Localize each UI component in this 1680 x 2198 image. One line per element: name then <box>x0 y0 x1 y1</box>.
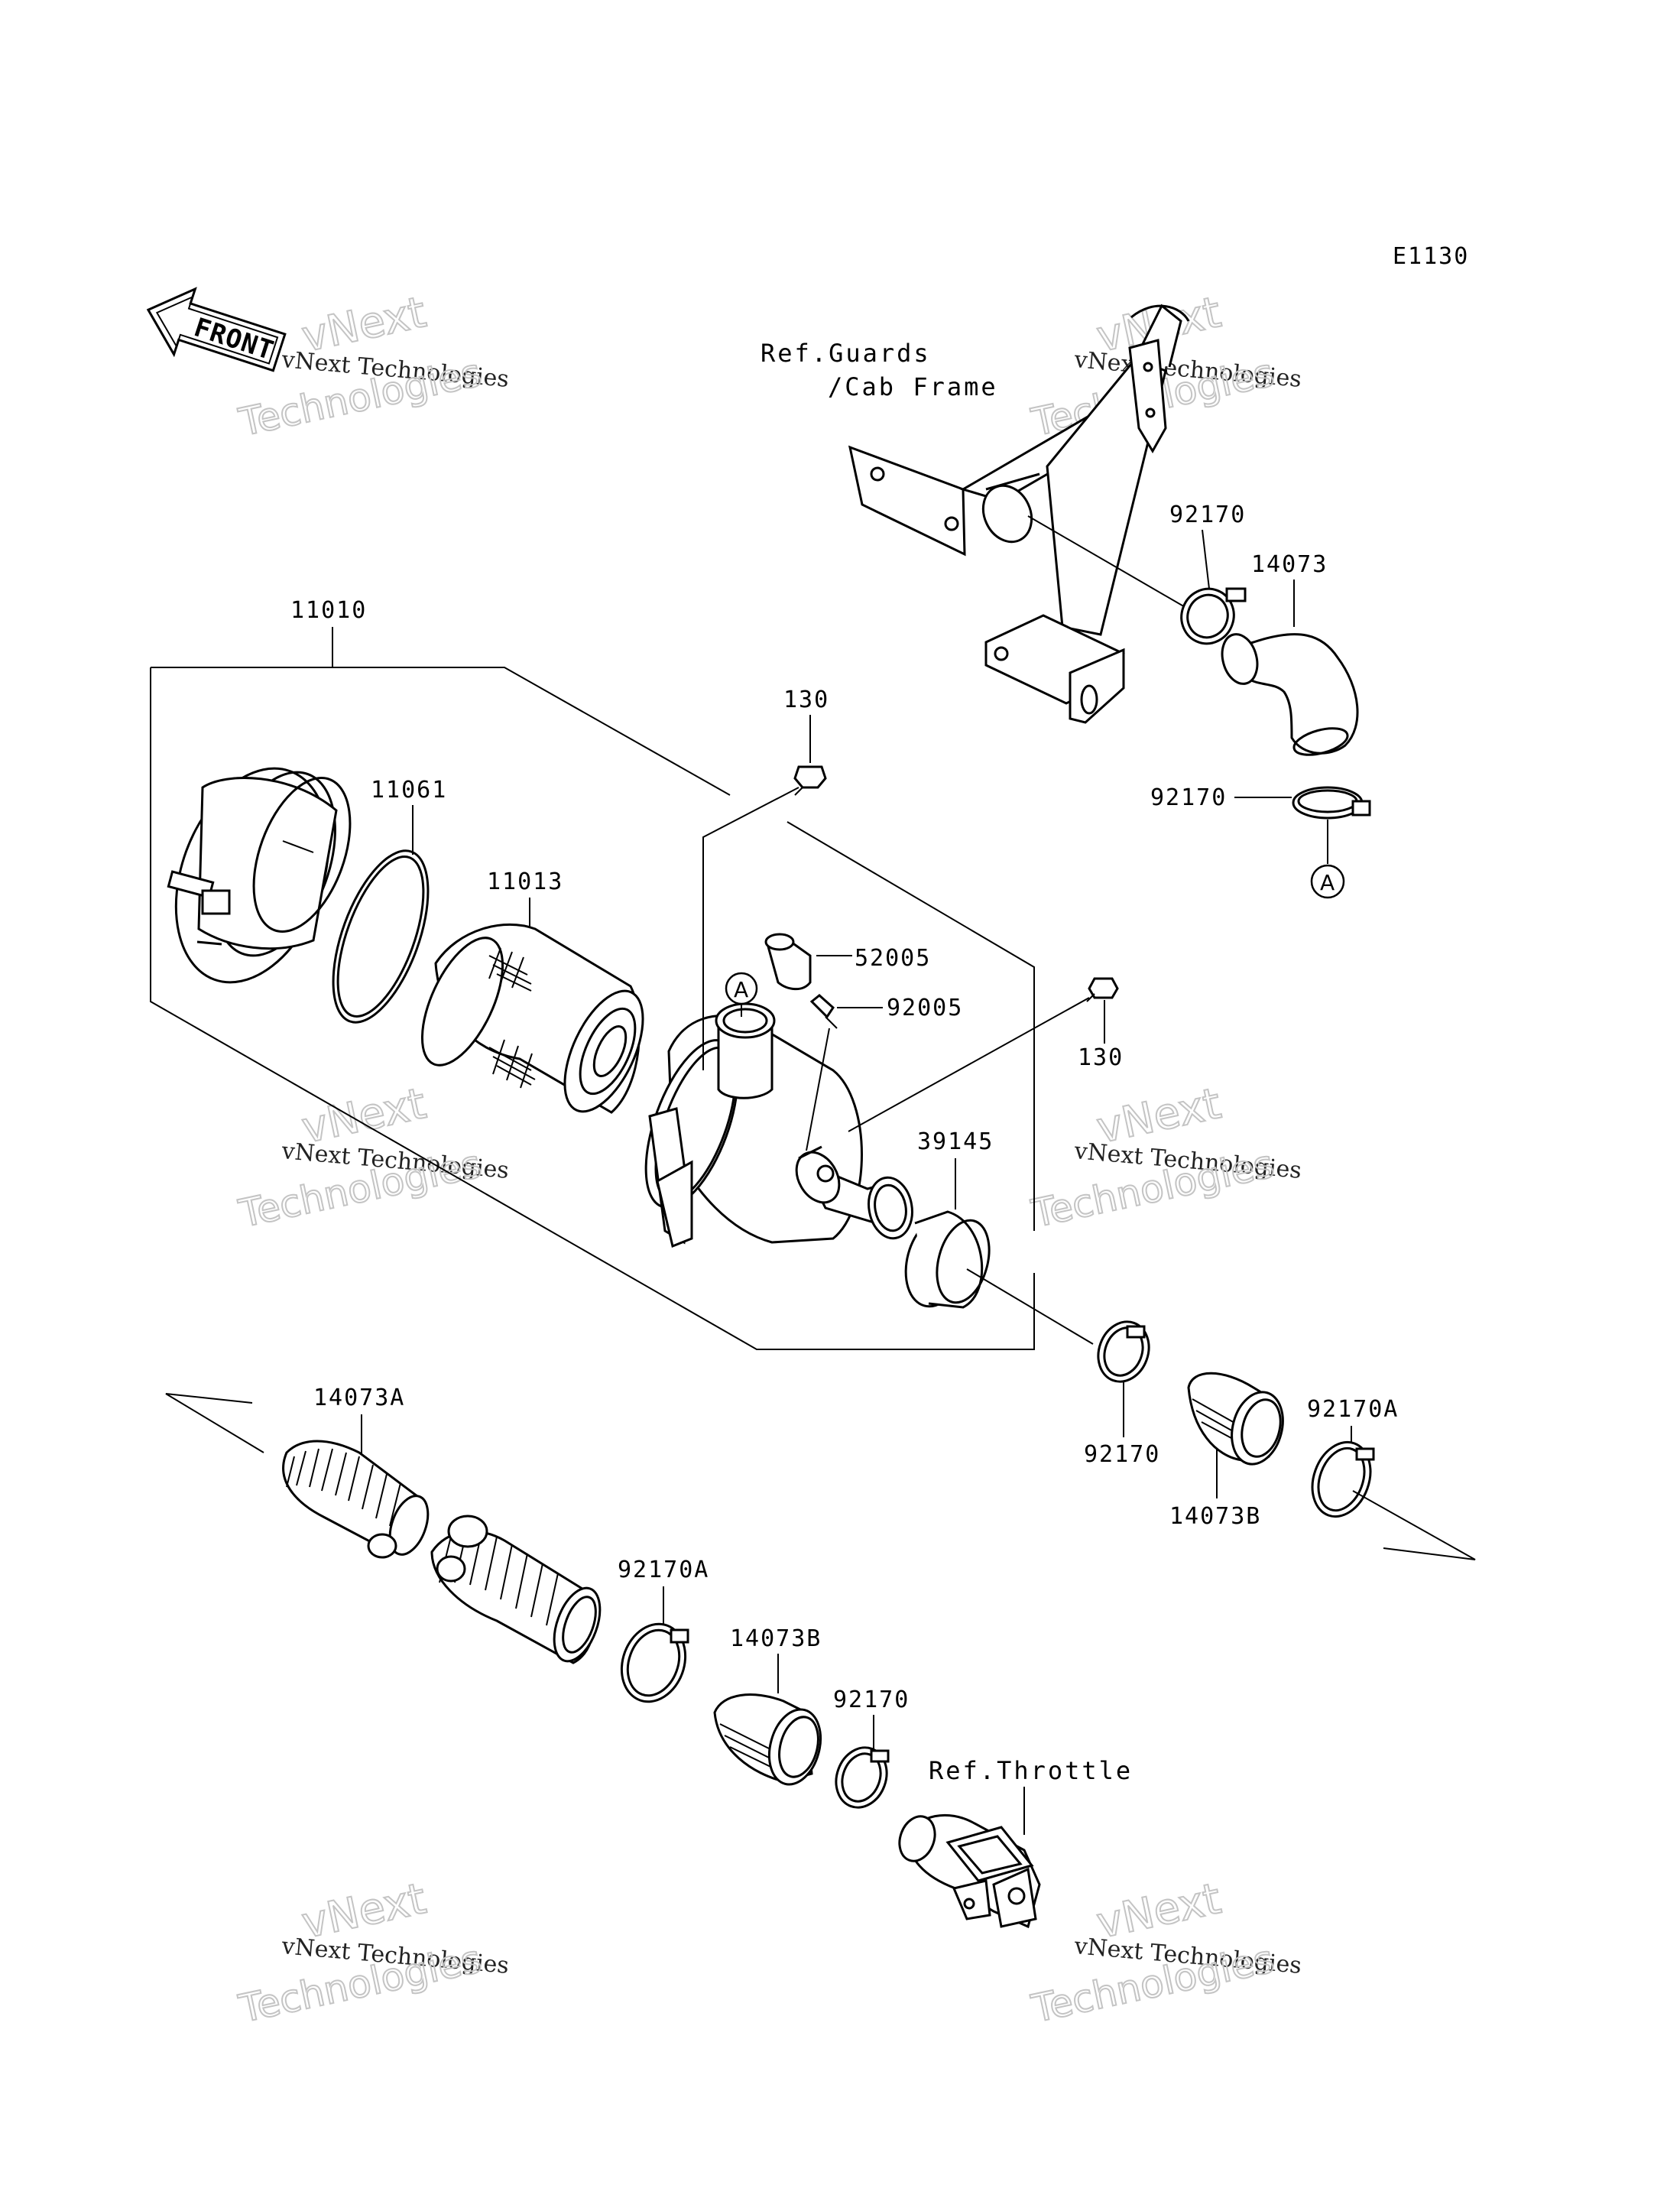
clamp-92170A-right <box>1311 1440 1375 1518</box>
hose-14073A <box>282 1440 602 1664</box>
throttle-body-drawing <box>898 1813 1041 1929</box>
watermark-bottom-left: vNext vNext Technologies Technologies <box>234 1873 510 2032</box>
watermark-mid-right: vNext vNext Technologies Technologies <box>1026 1078 1302 1237</box>
part-label-14073B-right: 14073B <box>1169 1503 1261 1530</box>
filter-element-11013 <box>420 923 644 1114</box>
part-label-11061: 11061 <box>371 777 447 804</box>
clamp-92170A-low <box>620 1622 689 1703</box>
svg-text:A: A <box>734 977 748 1002</box>
part-label-92170A-right: 92170A <box>1307 1396 1399 1423</box>
cab-frame-drawing <box>848 304 1190 724</box>
clamp-92170-low <box>835 1746 890 1809</box>
part-label-14073A: 14073A <box>313 1385 405 1411</box>
hose-14073B-right <box>1187 1372 1284 1466</box>
part-label-39145: 39145 <box>917 1128 994 1155</box>
hose-14073B-low <box>713 1693 822 1786</box>
part-label-11013: 11013 <box>487 868 563 895</box>
watermark-top-left: vNext vNext Technologies Technologies <box>234 287 510 446</box>
part-label-130-right: 130 <box>1078 1044 1124 1071</box>
part-label-14073: 14073 <box>1251 551 1328 578</box>
part-label-92170A-low: 92170A <box>618 1557 709 1583</box>
front-arrow-icon: FRONT <box>146 287 287 372</box>
part-label-92170-low: 92170 <box>833 1687 910 1713</box>
part-label-92170-box: 92170 <box>1084 1441 1160 1468</box>
hose-elbow-14073 <box>1221 633 1359 756</box>
air-cleaner-cover <box>167 767 352 984</box>
watermark-bottom-right: vNext vNext Technologies Technologies <box>1026 1873 1302 2032</box>
diagram-code: E1130 <box>1393 243 1469 270</box>
part-label-92170-top: 92170 <box>1169 502 1246 528</box>
callout-a-housing: A <box>725 972 758 1005</box>
fitting-92005 <box>809 994 838 1029</box>
ref-cab-frame-label: /Cab Frame <box>828 372 998 401</box>
watermark-mid-left: vNext vNext Technologies Technologies <box>234 1078 510 1237</box>
part-label-11010: 11010 <box>290 597 367 624</box>
air-cleaner-housing <box>644 1002 913 1248</box>
part-label-52005: 52005 <box>855 945 931 972</box>
ref-throttle-label: Ref.Throttle <box>929 1756 1133 1785</box>
clamp-92170-mid <box>1292 786 1371 820</box>
part-label-92170-mid: 92170 <box>1150 784 1227 811</box>
bolt-130-right <box>1086 977 1119 1002</box>
clamp-92170-top <box>1180 587 1247 645</box>
part-label-92005: 92005 <box>887 995 963 1021</box>
bolt-130-top <box>793 765 827 796</box>
band-39145 <box>904 1210 991 1309</box>
svg-text:A: A <box>1320 870 1335 895</box>
callout-a-top: A <box>1310 864 1345 899</box>
ref-guards-label: Ref.Guards <box>761 339 931 368</box>
part-label-130-top: 130 <box>783 687 829 713</box>
part-label-14073B-low: 14073B <box>730 1625 822 1652</box>
clamp-92170-box <box>1097 1320 1150 1383</box>
oring-11061 <box>332 849 430 1024</box>
cap-52005 <box>764 933 812 991</box>
